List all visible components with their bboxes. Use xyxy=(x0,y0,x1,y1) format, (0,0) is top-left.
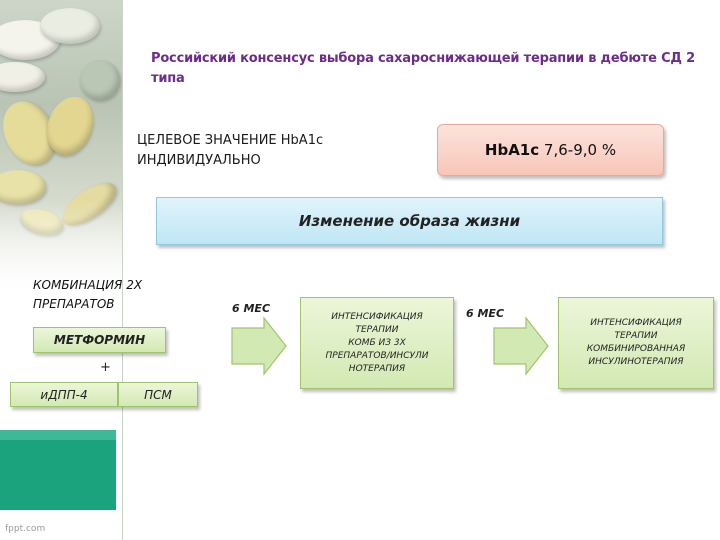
hba1c-box: HbA1c 7,6-9,0 % xyxy=(437,124,664,176)
metformin-box: МЕТФОРМИН xyxy=(33,327,166,353)
pill-shape xyxy=(0,170,46,204)
intensification-step-2: ИНТЕНСИФИКАЦИЯ ТЕРАПИИ КОМБ ИЗ 3Х ПРЕПАР… xyxy=(300,297,454,389)
step2-line-4: ПРЕПАРАТОВ/ИНСУЛИ xyxy=(325,350,429,361)
step2-line-5: НОТЕРАПИЯ xyxy=(348,363,406,374)
interval-label-2: 6 МЕС xyxy=(466,307,505,320)
slide-title: Российский консенсус выбора сахароснижаю… xyxy=(151,51,695,86)
step2-line-1: ИНТЕНСИФИКАЦИЯ xyxy=(331,311,423,322)
pill-shape xyxy=(0,62,45,92)
photo-fade xyxy=(0,200,122,300)
plus-sign: + xyxy=(100,360,111,375)
step3-line-3: КОМБИНИРОВАННАЯ xyxy=(586,344,686,354)
pills-photo xyxy=(0,0,122,300)
arrow-right-2 xyxy=(493,316,549,376)
arrow-right-1 xyxy=(231,316,287,376)
combination-heading-line-2: ПРЕПАРАТОВ xyxy=(33,297,115,311)
combination-heading-line-1: КОМБИНАЦИЯ 2Х xyxy=(33,278,143,292)
green-accent-block xyxy=(0,440,116,510)
dpp4-box: иДПП-4 xyxy=(10,382,118,407)
pill-shape xyxy=(40,8,100,44)
watermark: fppt.com xyxy=(5,524,46,534)
hba1c-value: 7,6-9,0 % xyxy=(543,141,617,159)
lifestyle-box: Изменение образа жизни xyxy=(156,197,663,245)
pill-shape xyxy=(80,60,120,100)
step3-line-4: ИНСУЛИНОТЕРАПИЯ xyxy=(588,357,684,367)
step2-line-2: ТЕРАПИИ xyxy=(355,324,399,335)
combination-heading: КОМБИНАЦИЯ 2Х ПРЕПАРАТОВ xyxy=(33,276,233,314)
target-line-2: ИНДИВИДУАЛЬНО xyxy=(137,153,261,168)
hba1c-label: HbA1c xyxy=(484,141,540,159)
step3-line-2: ТЕРАПИИ xyxy=(614,331,658,341)
step3-line-1: ИНТЕНСИФИКАЦИЯ xyxy=(590,318,682,328)
target-line-1: ЦЕЛЕВОЕ ЗНАЧЕНИЕ HbA1c xyxy=(137,133,324,148)
left-divider xyxy=(122,0,123,540)
green-accent-top xyxy=(0,430,116,442)
step2-line-3: КОМБ ИЗ 3Х xyxy=(348,337,406,348)
intensification-step-3: ИНТЕНСИФИКАЦИЯ ТЕРАПИИ КОМБИНИРОВАННАЯ И… xyxy=(558,297,714,389)
target-text: ЦЕЛЕВОЕ ЗНАЧЕНИЕ HbA1c ИНДИВИДУАЛЬНО xyxy=(137,131,397,171)
interval-label-1: 6 МЕС xyxy=(232,302,271,315)
psm-box: ПСМ xyxy=(118,382,198,407)
